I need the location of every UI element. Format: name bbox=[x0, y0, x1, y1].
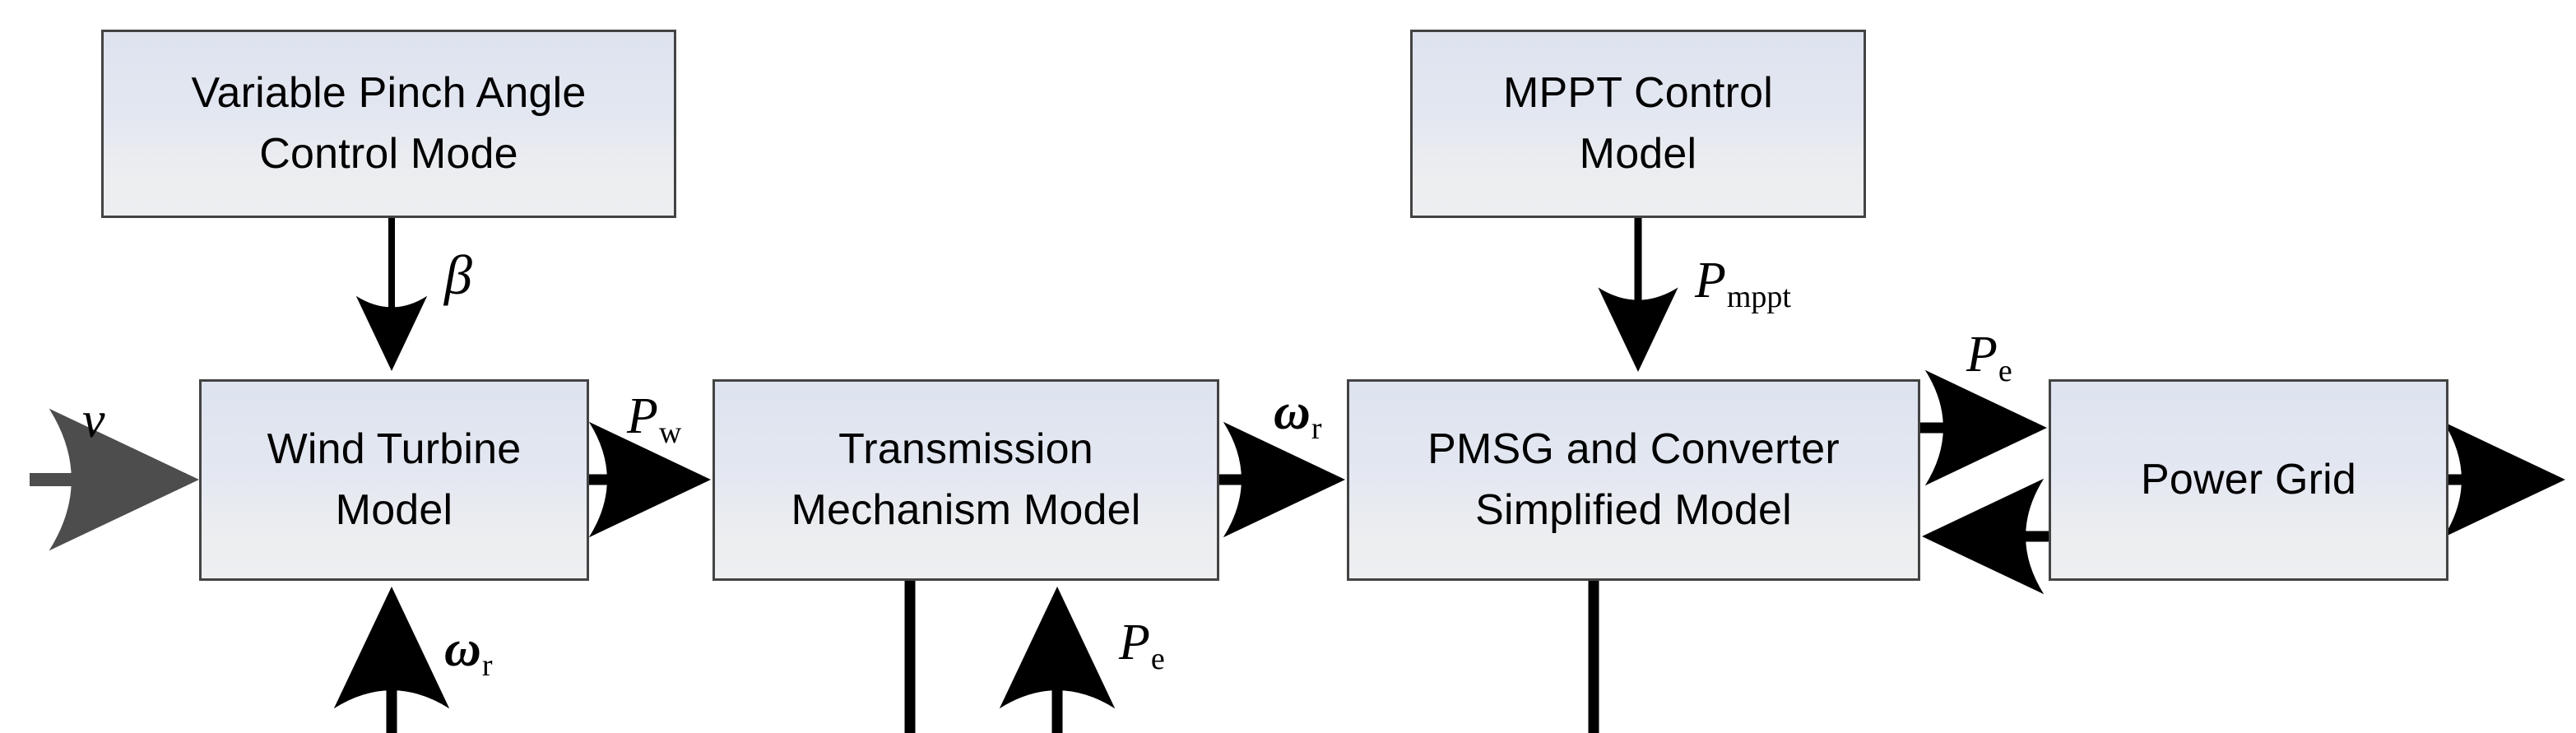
signal-subscript: e bbox=[1998, 354, 2012, 389]
block-label: Wind Turbine Model bbox=[267, 424, 522, 534]
signal-label-v: v bbox=[82, 395, 105, 446]
signal-base: P bbox=[627, 388, 658, 444]
block-wind-turbine-model[interactable]: Wind Turbine Model bbox=[199, 379, 589, 581]
block-power-grid[interactable]: Power Grid bbox=[2049, 379, 2448, 581]
signal-subscript: e bbox=[1150, 642, 1165, 677]
signal-base: ω bbox=[444, 621, 481, 677]
block-label: PMSG and Converter Simplified Model bbox=[1427, 424, 1840, 534]
signal-base: β bbox=[444, 244, 472, 306]
block-pmsg-and-converter-simplified-model[interactable]: PMSG and Converter Simplified Model bbox=[1347, 379, 1920, 581]
signal-label-p-w: Pw bbox=[627, 388, 681, 448]
signal-subscript: mppt bbox=[1726, 280, 1791, 315]
block-transmission-mechanism-model[interactable]: Transmission Mechanism Model bbox=[712, 379, 1219, 581]
block-label: Variable Pinch Angle Control Mode bbox=[191, 68, 587, 178]
block-mppt-control-model[interactable]: MPPT Control Model bbox=[1410, 30, 1866, 218]
signal-subscript: r bbox=[1311, 411, 1322, 447]
signal-subscript: r bbox=[481, 648, 493, 684]
signal-base: ω bbox=[1274, 384, 1311, 440]
block-label: Transmission Mechanism Model bbox=[791, 424, 1141, 534]
signal-base: v bbox=[82, 392, 105, 448]
signal-label-p-e-out: Pe bbox=[1966, 327, 2012, 387]
signal-subscript: w bbox=[658, 415, 682, 451]
signal-base: P bbox=[1966, 327, 1998, 383]
signal-label-beta: β bbox=[444, 247, 472, 303]
signal-label-omega-r: ωr bbox=[1274, 384, 1322, 444]
signal-base: P bbox=[1119, 615, 1150, 670]
signal-label-p-e-feedback: Pe bbox=[1119, 615, 1165, 675]
signal-label-p-mppt: Pmppt bbox=[1695, 253, 1791, 313]
block-variable-pinch-angle-control-mode[interactable]: Variable Pinch Angle Control Mode bbox=[101, 30, 676, 218]
block-label: MPPT Control Model bbox=[1503, 68, 1773, 178]
signal-label-omega-r-feedback: ωr bbox=[444, 621, 493, 681]
block-label: Power Grid bbox=[2140, 455, 2357, 503]
signal-base: P bbox=[1695, 253, 1726, 309]
